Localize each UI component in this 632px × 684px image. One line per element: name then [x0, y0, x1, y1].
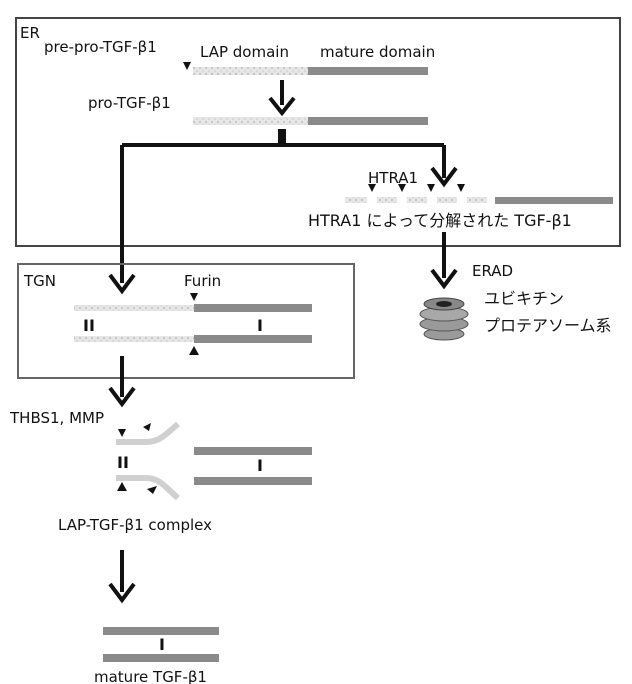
tgn-label: TGN [23, 272, 56, 290]
degraded-tgf-label: HTRA1 によって分解された TGF-β1 [308, 211, 572, 230]
er-label: ER [20, 24, 40, 42]
furin-cleavage-arrowhead-bottom [189, 346, 199, 355]
pro-mature-bar [308, 117, 428, 125]
thbs-cleavage-arrowhead-1 [118, 429, 126, 437]
htra1-cut-mark-3 [427, 184, 435, 192]
thbs-cleavage-arrowhead-2 [117, 482, 127, 491]
lap-roman-label: II [117, 453, 129, 472]
tgn-mature-bar-1 [194, 304, 312, 312]
mature-tgf-dimer: I mature TGF-β1 [94, 627, 219, 684]
active-mature-bar-2 [194, 477, 312, 485]
pre-pro-tgf-label: pre-pro-TGF-β1 [44, 38, 157, 56]
mature-tgf-label: mature TGF-β1 [94, 668, 207, 684]
proteasome-system-label: プロテアソーム系 [484, 316, 612, 335]
lap-fragment-5 [467, 197, 487, 203]
tgn-compartment: TGN Furin II I [18, 264, 354, 378]
furin-cleavage-arrowhead-top [190, 293, 198, 301]
proteasome-icon [420, 298, 468, 340]
erad-pathway: ERAD ユビキチン プロテアソーム系 [420, 232, 612, 340]
extracellular-activation: THBS1, MMP II I LAP-TGF-β1 complex [9, 409, 312, 534]
pro-tgf-label: pro-TGF-β1 [88, 94, 171, 112]
active-mature-bar-1 [194, 447, 312, 455]
mature-tgf-bar-1 [103, 627, 219, 635]
ubiquitin-label: ユビキチン [484, 289, 564, 308]
active-mature-roman-label: I [257, 456, 263, 475]
htra1-cut-mark-1 [368, 184, 376, 192]
mature-domain-label: mature domain [320, 43, 435, 61]
signal-cleavage-arrowhead [183, 62, 191, 70]
tgn-lap-bar-2 [74, 336, 194, 342]
lap-fragment-1 [345, 197, 367, 203]
tgn-lap-roman-label: II [83, 316, 95, 335]
furin-label: Furin [184, 272, 221, 290]
lap-domain-label: LAP domain [200, 43, 289, 61]
lap-domain-bar [193, 67, 308, 75]
mmp-cleavage-arrowhead-1 [143, 423, 151, 431]
lap-tgf-complex-label: LAP-TGF-β1 complex [58, 516, 212, 534]
mature-tgf-bar-2 [103, 654, 219, 662]
tgn-mature-roman-label: I [257, 316, 263, 335]
mature-domain-bar [308, 67, 428, 75]
er-compartment: ER pre-pro-TGF-β1 LAP domain mature doma… [16, 18, 620, 246]
degraded-mature-bar [495, 197, 613, 204]
tgn-mature-bar-2 [194, 335, 312, 343]
pro-lap-bar [193, 117, 308, 125]
lap-fragment-4 [437, 197, 457, 203]
htra1-cut-mark-4 [457, 184, 465, 192]
tgn-lap-bar-1 [74, 305, 194, 311]
mature-tgf-roman-label: I [159, 635, 165, 654]
branch-stem [278, 129, 286, 145]
lap-fragment-2 [377, 197, 397, 203]
htra1-cut-mark-2 [398, 184, 406, 192]
thbs1-mmp-label: THBS1, MMP [9, 409, 104, 427]
lap-fragment-3 [407, 197, 427, 203]
erad-label: ERAD [472, 262, 513, 280]
mmp-cleavage-arrowhead-2 [147, 486, 157, 494]
